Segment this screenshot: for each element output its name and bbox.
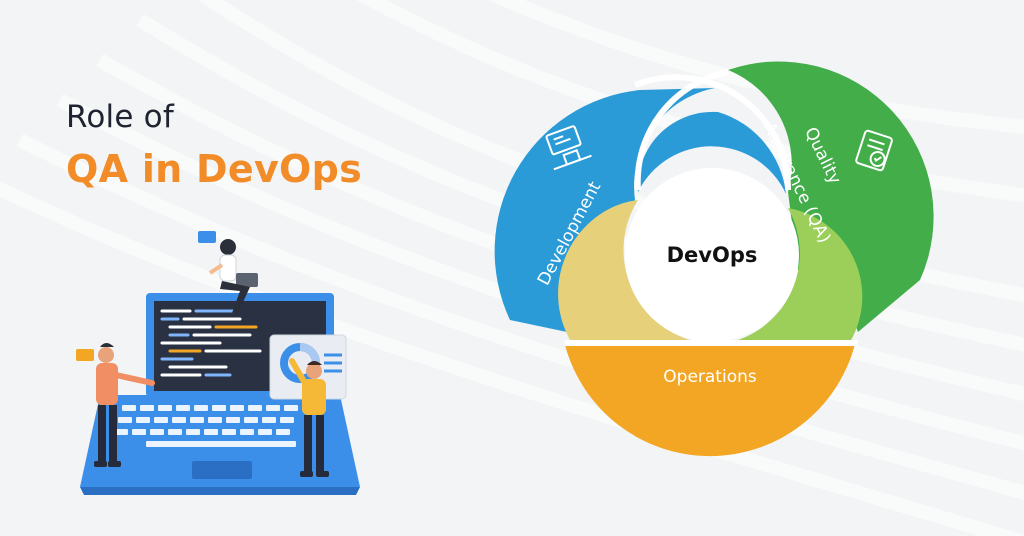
laptop-icon	[80, 293, 360, 495]
inner-left-segment	[558, 200, 690, 340]
developer-desk-icon	[545, 125, 592, 171]
devops-center-circle	[630, 173, 794, 337]
chat-bubble-icon	[76, 349, 94, 361]
devops-venn-diagram: DevOps Development Quality Assurance (QA…	[494, 61, 934, 457]
title-line-1: Role of	[66, 99, 174, 135]
inner-right-segment	[738, 208, 863, 342]
operations-label: Operations	[663, 367, 757, 387]
devops-center-label: DevOps	[667, 243, 758, 267]
laptop-team-illustration	[76, 231, 360, 495]
qa-segment	[728, 61, 934, 332]
man-pointing-figure	[94, 343, 155, 467]
title-line-2: QA in DevOps	[66, 147, 363, 191]
inner-top-segment	[637, 111, 786, 194]
chat-bubble-icon	[198, 231, 216, 243]
woman-with-laptop-figure	[208, 239, 258, 313]
qa-checklist-icon	[855, 129, 893, 172]
operations-segment	[565, 340, 855, 457]
title-block: Role of QA in DevOps	[66, 98, 362, 192]
man-presenting-figure	[289, 358, 329, 477]
